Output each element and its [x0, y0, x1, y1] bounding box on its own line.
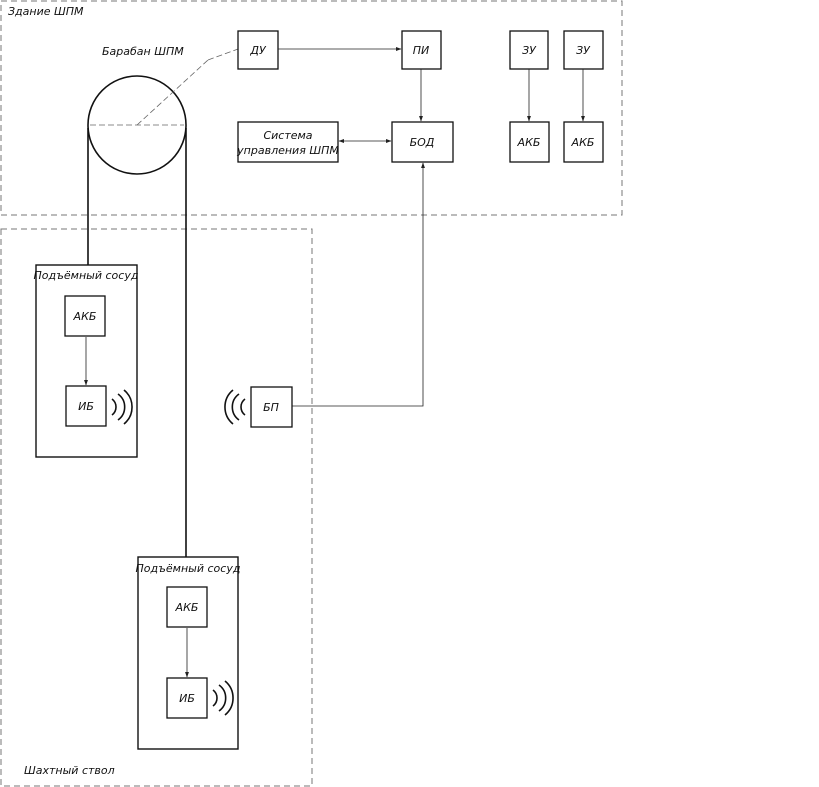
block-pi: ПИ: [401, 30, 442, 70]
control-system-line2: управления ШПМ: [236, 144, 339, 157]
vessel-1-ib-label: ИБ: [78, 400, 94, 413]
building-zone: Здание ШПМ: [0, 0, 623, 216]
block-akb-top-1: АКБ: [509, 121, 550, 163]
block-bp: БП: [250, 386, 293, 428]
block-control-system: Система управления ШПМ: [236, 121, 339, 163]
control-system-line1: Система: [263, 129, 312, 142]
vessel-1-akb-label: АКБ: [73, 310, 97, 323]
link-bp-bod: [292, 162, 425, 407]
hoist-vessel-1: Подъёмный сосуд АКБ ИБ: [34, 264, 139, 458]
vessel-2-akb-label: АКБ: [175, 601, 199, 614]
vessel-1-title: Подъёмный сосуд: [34, 269, 139, 282]
block-bod-label: БОД: [410, 136, 435, 149]
vessel-1-akb: АКБ: [64, 295, 106, 337]
drum: Барабан ШПМ: [87, 45, 239, 175]
block-bod: БОД: [391, 121, 454, 163]
block-akb-top-2: АКБ: [563, 121, 604, 163]
block-du-label: ДУ: [249, 44, 267, 57]
shaft-zone-label: Шахтный ствол: [24, 764, 115, 777]
block-akb-top-1-label: АКБ: [517, 136, 541, 149]
block-du: ДУ: [237, 30, 279, 70]
hoist-vessel-2: Подъёмный сосуд АКБ ИБ: [136, 556, 241, 750]
drum-sensor-link-end: [207, 48, 239, 61]
vessel-2-ib: ИБ: [166, 677, 208, 719]
block-zu-1-label: ЗУ: [522, 44, 537, 57]
block-zu-2: ЗУ: [563, 30, 604, 70]
vessel-2-ib-label: ИБ: [179, 692, 195, 705]
block-pi-label: ПИ: [413, 44, 430, 57]
shaft-zone: Шахтный ствол: [0, 228, 313, 787]
vessel-1-ib: ИБ: [65, 385, 107, 427]
vessel-2-signal-icon: [212, 680, 234, 716]
drum-sensor-link: [136, 59, 209, 126]
block-zu-2-label: ЗУ: [576, 44, 591, 57]
vessel-2-title: Подъёмный сосуд: [136, 562, 241, 575]
bp-signal-icon: [224, 389, 246, 425]
block-akb-top-2-label: АКБ: [571, 136, 595, 149]
vessel-1-signal-icon: [111, 389, 133, 425]
block-zu-1: ЗУ: [509, 30, 549, 70]
block-bp-label: БП: [263, 401, 279, 414]
vessel-2-akb: АКБ: [166, 586, 208, 628]
building-zone-label: Здание ШПМ: [8, 5, 84, 18]
drum-label: Барабан ШПМ: [102, 45, 184, 58]
